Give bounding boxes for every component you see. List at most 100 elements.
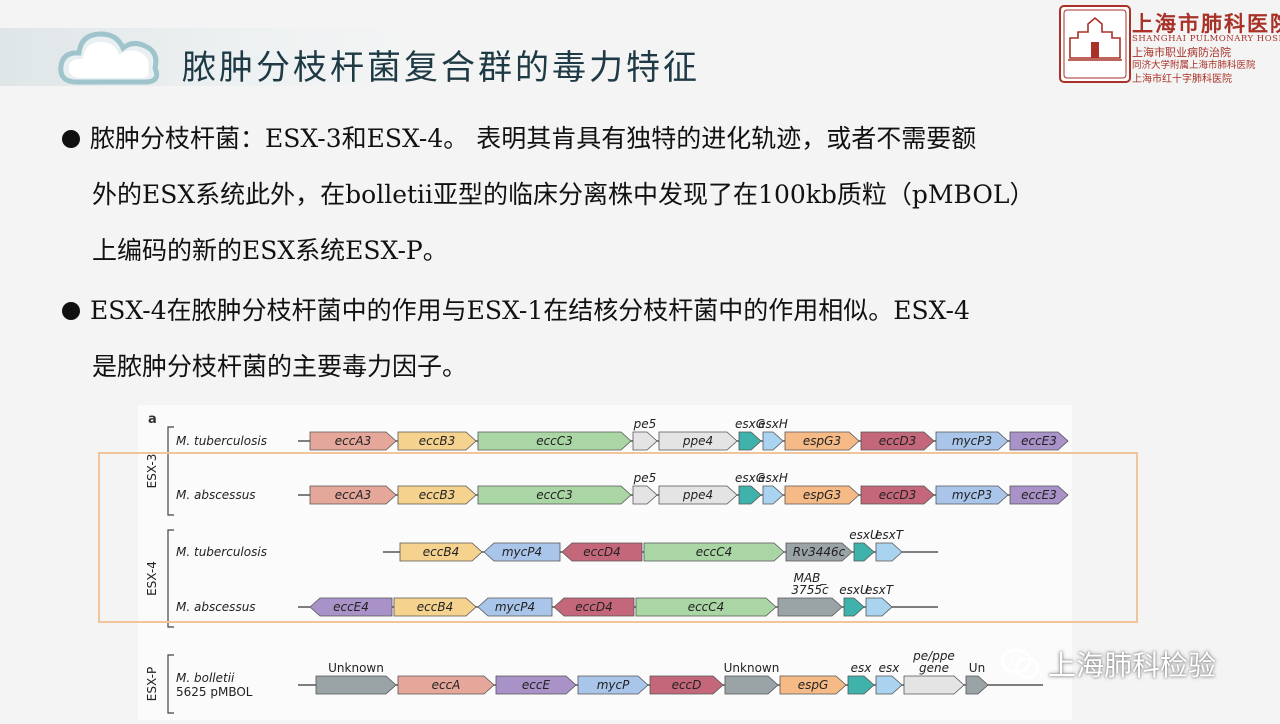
gene-arrow <box>477 431 632 451</box>
bullet-2-line-1: ESX-4在脓肿分枝杆菌中的作用与ESX-1在结核分枝杆菌中的作用相似。ESX-… <box>62 283 1222 339</box>
group-bracket <box>167 426 174 516</box>
gene-label-above: Un <box>969 661 985 675</box>
gene-label-above: esxG <box>735 471 765 485</box>
group-label: ESX-P <box>145 667 159 701</box>
gene-label-above: pe5 <box>633 471 657 485</box>
gene-label: eccC3 <box>536 434 573 448</box>
hospital-logo <box>1059 5 1131 83</box>
gene-arrow <box>483 542 561 562</box>
gene-label: eccA3 <box>335 434 371 448</box>
gene-arrow <box>784 431 860 451</box>
gene-label-above: pe/ppe <box>912 649 955 663</box>
gene-label-above: Unknown <box>328 661 384 675</box>
organism-label: M. tuberculosis <box>176 545 267 559</box>
gene-label: eccC3 <box>536 488 573 502</box>
bullet-1-line-3: 上编码的新的ESX系统ESX-P。 <box>92 236 448 265</box>
group-label: ESX-3 <box>145 454 159 489</box>
gene-label: eccE3 <box>1021 434 1057 448</box>
gene-arrow <box>724 675 779 695</box>
gene-arrow <box>762 485 784 505</box>
gene-arrow <box>777 597 843 617</box>
gene-label: mycP3 <box>952 488 992 502</box>
gene-arrow <box>865 597 893 617</box>
gene-arrow <box>779 675 847 695</box>
page-title: 脓肿分枝杆菌复合群的毒力特征 <box>182 48 700 88</box>
gene-label: eccA <box>432 678 461 692</box>
wechat-icon <box>1000 648 1040 679</box>
gene-label: eccD3 <box>879 434 916 448</box>
bullet-1: 脓肿分枝杆菌：ESX-3和ESX-4。 表明其肯具有独特的进化轨迹，或者不需要额… <box>62 111 1222 279</box>
group-label: ESX-4 <box>145 561 159 596</box>
highlight-box <box>98 452 1138 623</box>
gene-arrow <box>495 675 577 695</box>
organism-label: M. abscessus <box>176 488 256 502</box>
gene-label-above: esxG <box>735 417 765 431</box>
gene-arrow <box>635 597 777 617</box>
gene-label: mycP4 <box>502 545 542 559</box>
panel-label: a <box>148 412 157 427</box>
cloud-icon <box>58 31 160 85</box>
gene-label: mycP <box>597 678 630 692</box>
gene-arrow <box>643 542 785 562</box>
gene-label: eccE4 <box>333 600 369 614</box>
organism-label: M. abscessus <box>176 600 256 614</box>
gene-label-above: esxT <box>865 583 895 597</box>
gene-label-above: esx <box>851 661 873 675</box>
gene-label-above: MAB_ <box>794 571 828 585</box>
gene-label: eccB3 <box>419 488 455 502</box>
gene-arrow <box>785 542 853 562</box>
gene-label: espG3 <box>803 434 841 448</box>
logo-line-2: 同济大学附属上海市肺科医院 <box>1132 60 1256 71</box>
organism-label: M. tuberculosis <box>176 434 267 448</box>
gene-label: espG3 <box>803 488 841 502</box>
gene-arrow <box>397 431 477 451</box>
gene-arrow <box>477 597 553 617</box>
gene-label: eccD4 <box>575 600 612 614</box>
gene-label: eccD4 <box>583 545 620 559</box>
gene-arrow <box>1009 431 1069 451</box>
gene-label: eccB4 <box>423 545 459 559</box>
gene-label-above: 3755c <box>791 583 829 597</box>
gene-arrow <box>393 597 477 617</box>
gene-label: eccA3 <box>335 488 371 502</box>
group-bracket <box>167 654 174 714</box>
gene-label-above: gene <box>919 661 949 675</box>
gene-arrow <box>738 485 762 505</box>
gene-arrow <box>965 675 989 695</box>
gene-label: ppe4 <box>682 488 713 502</box>
logo-line-1: 上海市职业病防治院 <box>1132 46 1231 59</box>
gene-arrow <box>738 431 762 451</box>
gene-arrow <box>553 597 635 617</box>
gene-arrow <box>1009 485 1069 505</box>
bullet-2: ESX-4在脓肿分枝杆菌中的作用与ESX-1在结核分枝杆菌中的作用相似。ESX-… <box>62 283 1222 395</box>
logo-name-en: SHANGHAI PULMONARY HOSPITAL <box>1132 34 1280 44</box>
gene-arrow <box>875 542 903 562</box>
gene-label: ppe4 <box>682 434 713 448</box>
gene-arrow <box>397 485 477 505</box>
genes-layer: M. tuberculosis eccA3 eccB3 eccC3 pe5 ppe4 esx… <box>145 417 1069 714</box>
gene-arrow <box>309 431 397 451</box>
gene-label-above: esxU <box>849 528 879 542</box>
organism-label: M. bolletii <box>176 671 235 685</box>
gene-arrow <box>649 675 724 695</box>
gene-arrow <box>658 485 738 505</box>
organism-label: 5625 pMBOL <box>176 685 253 699</box>
bullet-dot <box>62 129 80 148</box>
gene-label: espG <box>798 678 829 692</box>
gene-arrow <box>843 597 865 617</box>
gene-arrow <box>477 485 632 505</box>
gene-label-above: pe5 <box>633 417 657 431</box>
gene-arrow <box>658 431 738 451</box>
watermark-text: 上海肺科检验 <box>1048 649 1217 682</box>
gene-arrow <box>875 675 903 695</box>
gene-arrow <box>309 597 393 617</box>
gene-arrow <box>860 431 935 451</box>
gene-label-above: esxH <box>758 417 788 431</box>
gene-arrow <box>935 431 1009 451</box>
bullet-1-line-1: 脓肿分枝杆菌：ESX-3和ESX-4。 表明其肯具有独特的进化轨迹，或者不需要额 <box>62 111 1222 167</box>
gene-label: eccB4 <box>417 600 453 614</box>
gene-label-above: esxU <box>839 583 869 597</box>
gene-arrow <box>632 431 658 451</box>
gene-arrow <box>935 485 1009 505</box>
bullet-1-line-2: 外的ESX系统此外，在bolletii亚型的临床分离株中发现了在100kb质粒（… <box>92 180 1035 209</box>
